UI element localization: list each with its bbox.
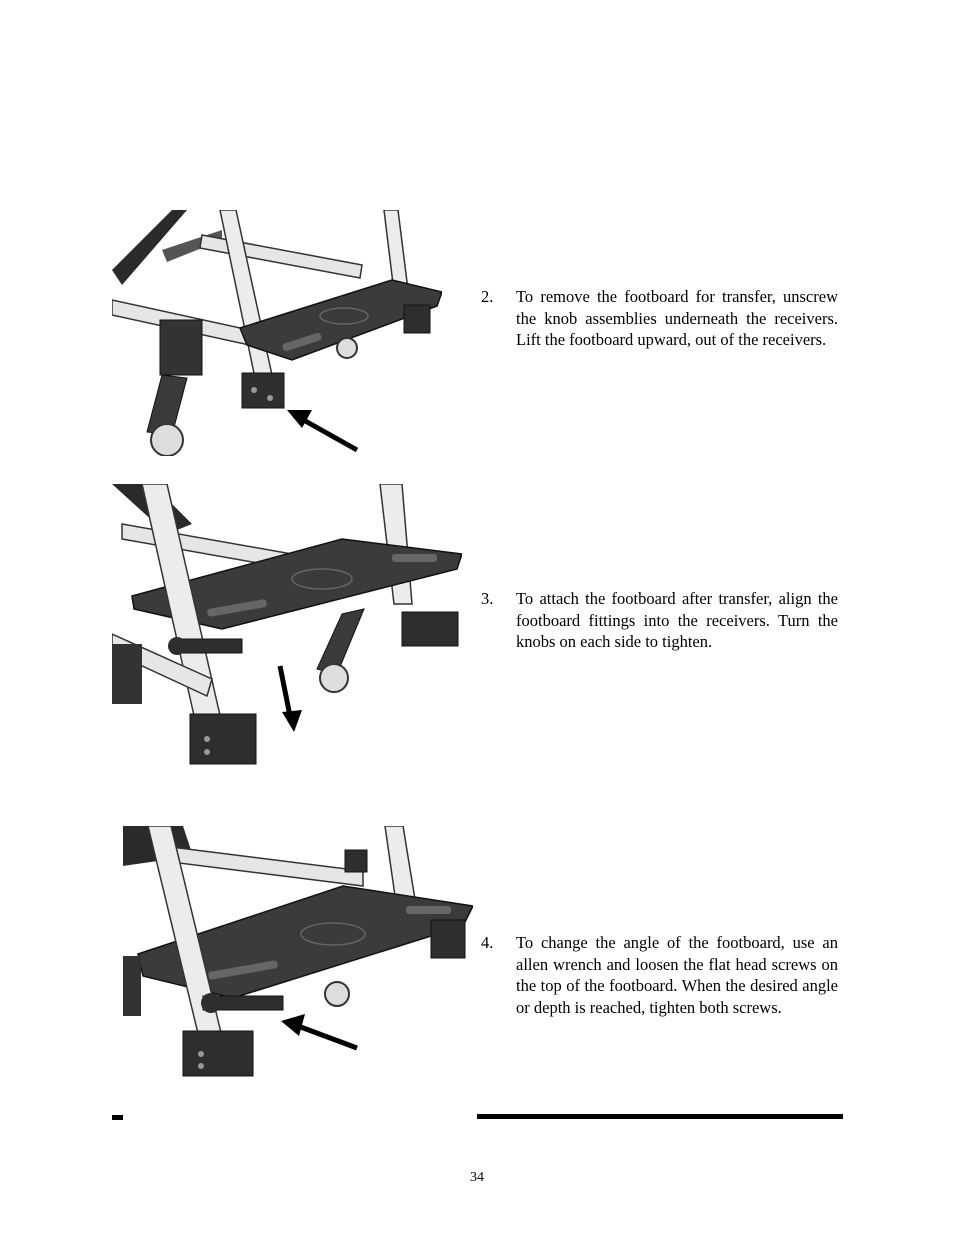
step-text: To attach the footboard after transfer, … — [516, 589, 838, 652]
footboard-angle-illustration — [123, 826, 473, 1077]
step-number: 3. — [481, 589, 494, 608]
step-number: 4. — [481, 933, 494, 952]
footer-rule-left — [112, 1115, 123, 1120]
step-number: 2. — [481, 287, 494, 306]
step-text: To remove the footboard for transfer, un… — [516, 287, 838, 350]
figure-remove-footboard — [112, 210, 442, 456]
figure-attach-footboard — [112, 484, 462, 770]
figure-change-angle — [123, 826, 473, 1078]
footer-rule-right — [477, 1114, 843, 1119]
step-text: To change the angle of the footboard, us… — [516, 933, 838, 1017]
page-number: 34 — [470, 1170, 484, 1185]
footboard-attach-illustration — [112, 484, 462, 765]
footboard-removal-illustration — [112, 210, 442, 456]
